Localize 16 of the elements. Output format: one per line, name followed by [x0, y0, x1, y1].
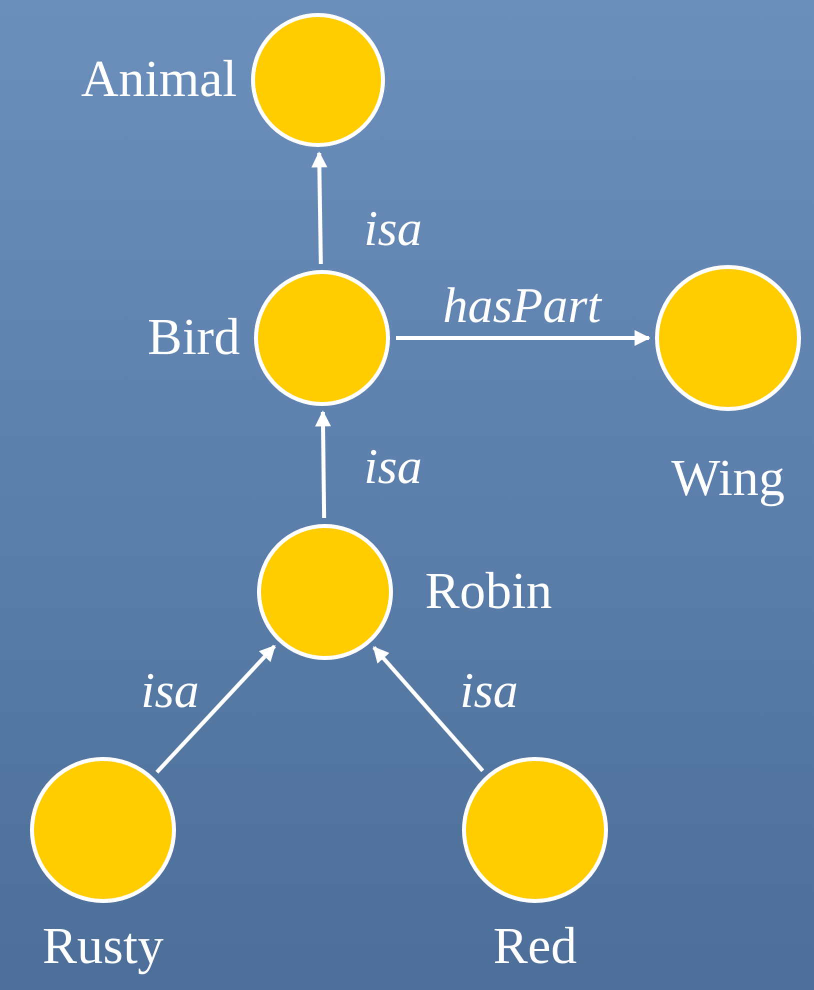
arrow — [372, 646, 484, 772]
edge-label: isa — [140, 665, 200, 715]
node-label: Rusty — [42, 921, 164, 973]
arrow — [396, 330, 651, 346]
edge-label: isa — [458, 665, 520, 715]
node-label: Animal — [81, 54, 237, 106]
node-label: Bird — [148, 312, 240, 364]
node-label: Wing — [671, 453, 785, 505]
edge-label: isa — [362, 203, 424, 253]
edge-label: isa — [362, 441, 424, 491]
edge-label: hasPart — [442, 280, 604, 330]
arrow — [315, 410, 332, 518]
node-label: Robin — [425, 566, 552, 618]
arrow — [311, 151, 328, 264]
arrow — [155, 644, 276, 774]
node-label: Red — [493, 921, 577, 973]
